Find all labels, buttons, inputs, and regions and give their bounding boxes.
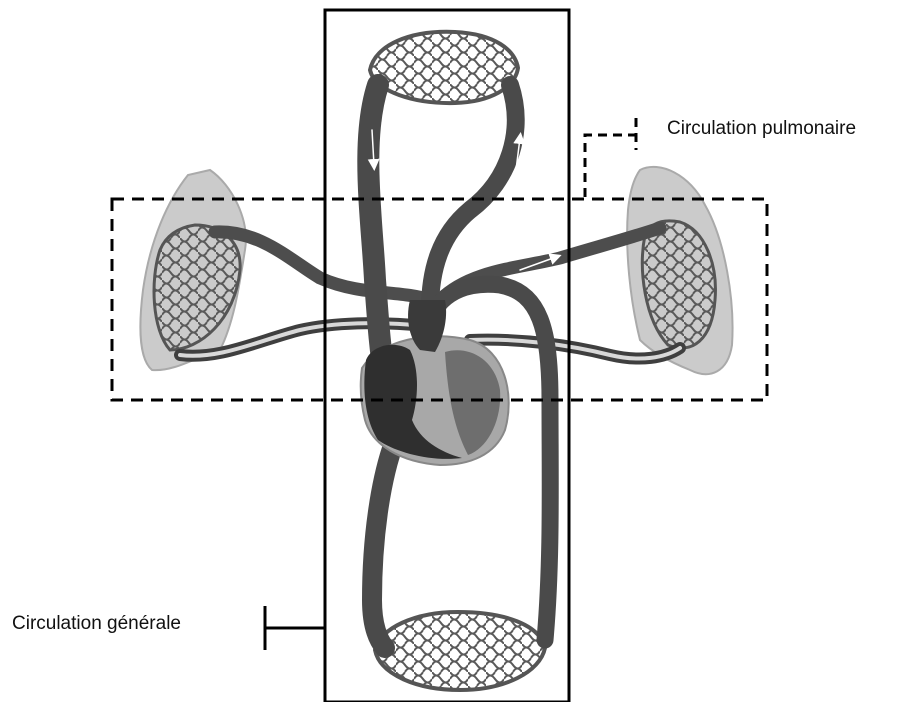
upper-capillary-bed <box>370 32 518 103</box>
lower-capillary-bed <box>375 612 545 690</box>
pulmonary-circulation-label: Circulation pulmonaire <box>667 118 856 140</box>
pulmonary-bracket <box>585 118 636 197</box>
systemic-bracket <box>265 606 325 650</box>
systemic-circulation-label: Circulation générale <box>12 613 181 635</box>
